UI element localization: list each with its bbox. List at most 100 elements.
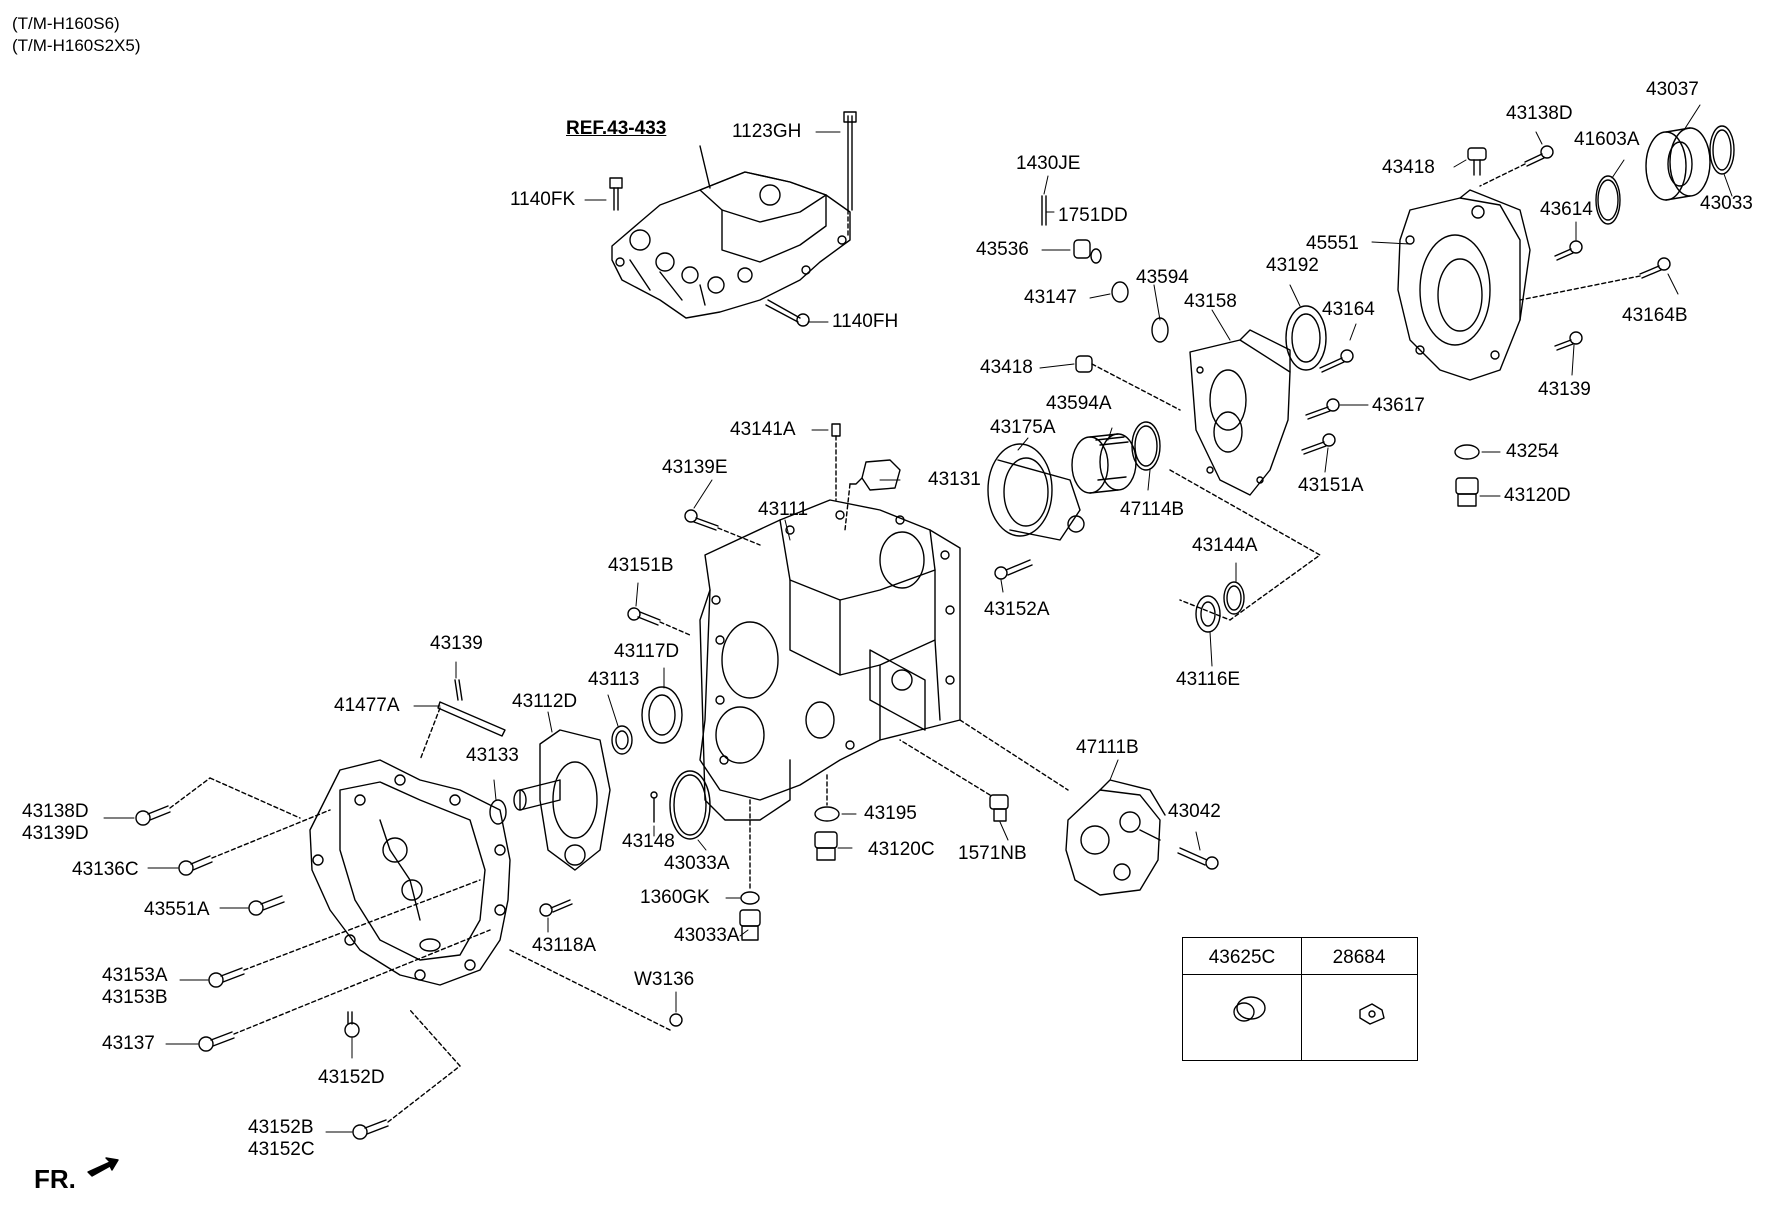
plug-43536 (1073, 239, 1102, 264)
label-1360GK[interactable]: 1360GK (640, 887, 710, 908)
bolt-43137 (198, 929, 491, 1052)
label-43141A[interactable]: 43141A (730, 419, 796, 440)
oring-43147 (1111, 281, 1129, 303)
label-43116E[interactable]: 43116E (1176, 669, 1241, 690)
label-43138D-left[interactable]: 43138D (22, 801, 89, 822)
label-43139D[interactable]: 43139D (22, 823, 89, 844)
label-43175A[interactable]: 43175A (990, 417, 1056, 438)
label-41477A[interactable]: 41477A (334, 695, 400, 716)
label-43192[interactable]: 43192 (1266, 255, 1319, 276)
label-43131[interactable]: 43131 (928, 469, 981, 490)
bolt-43139-right (1554, 331, 1583, 351)
label-43139-right[interactable]: 43139 (1538, 379, 1591, 400)
label-43033A-1[interactable]: 43033A (664, 853, 730, 874)
label-43120D[interactable]: 43120D (1504, 485, 1571, 506)
assembly-line-pto (959, 719, 1069, 791)
label-43112D[interactable]: 43112D (512, 691, 578, 712)
legend-icon-43625C (1233, 996, 1266, 1022)
label-43614[interactable]: 43614 (1540, 199, 1593, 220)
label-43151B[interactable]: 43151B (608, 555, 674, 576)
bolt-43164B (1519, 257, 1671, 301)
legend-code-28684[interactable]: 28684 (1332, 947, 1386, 968)
label-43033[interactable]: 43033 (1700, 193, 1753, 214)
extension-case-43158 (1189, 329, 1291, 496)
label-43133[interactable]: 43133 (466, 745, 519, 766)
label-1430JE[interactable]: 1430JE (1016, 153, 1081, 174)
ref-pointer (699, 145, 711, 189)
label-43164B[interactable]: 43164B (1622, 305, 1688, 326)
label-47114B[interactable]: 47114B (1120, 499, 1185, 520)
oring-43254 (1454, 444, 1480, 460)
label-43138D-top[interactable]: 43138D (1506, 103, 1573, 124)
label-41603A[interactable]: 41603A (1574, 129, 1640, 150)
bolt-43118A (539, 899, 573, 917)
label-43137[interactable]: 43137 (102, 1033, 155, 1054)
label-1571NB[interactable]: 1571NB (958, 843, 1027, 864)
label-1751DD[interactable]: 1751DD (1058, 205, 1128, 226)
assembly-line-right (1169, 469, 1321, 621)
label-43617[interactable]: 43617 (1372, 395, 1425, 416)
label-43152C[interactable]: 43152C (248, 1139, 315, 1160)
label-1140FK[interactable]: 1140FK (510, 189, 576, 210)
label-47111B[interactable]: 47111B (1076, 737, 1139, 758)
legend-code-43625C[interactable]: 43625C (1208, 947, 1276, 968)
label-43158[interactable]: 43158 (1184, 291, 1237, 312)
label-43152D[interactable]: 43152D (318, 1067, 385, 1088)
bearing-43594A (1071, 433, 1137, 494)
label-43042[interactable]: 43042 (1168, 801, 1221, 822)
ref-link[interactable]: REF.43-433 (566, 118, 667, 139)
label-1140FH[interactable]: 1140FH (832, 311, 899, 332)
oring-43133 (489, 799, 507, 825)
label-43136C[interactable]: 43136C (72, 859, 139, 880)
label-43148[interactable]: 43148 (622, 831, 675, 852)
seal-43113 (611, 725, 633, 755)
label-43418-top[interactable]: 43418 (1382, 157, 1435, 178)
legend-head-2 (1301, 938, 1417, 975)
label-43120C[interactable]: 43120C (868, 839, 935, 860)
front-label: FR. (34, 1164, 76, 1194)
pin-43148 (650, 791, 658, 823)
label-43594A[interactable]: 43594A (1046, 393, 1112, 414)
front-cover-43112D (513, 729, 611, 871)
label-43111[interactable]: 43111 (758, 499, 809, 520)
bolt-43138D-top (1479, 145, 1554, 187)
seal-43116E (1195, 595, 1221, 633)
label-43418-mid[interactable]: 43418 (980, 357, 1033, 378)
bolt-43152D (344, 1011, 360, 1038)
breather-43141A (831, 423, 841, 501)
rear-case-45551 (1397, 189, 1531, 381)
bolt-43153A (208, 879, 481, 988)
label-43033A-2[interactable]: 43033A (674, 925, 740, 946)
label-43195[interactable]: 43195 (864, 803, 917, 824)
bolt-43042 (1177, 847, 1219, 870)
label-43536[interactable]: 43536 (976, 239, 1029, 260)
label-43151A[interactable]: 43151A (1298, 475, 1364, 496)
label-43147[interactable]: 43147 (1024, 287, 1077, 308)
label-43551A[interactable]: 43551A (144, 899, 210, 920)
label-43118A[interactable]: 43118A (532, 935, 597, 956)
label-43152A[interactable]: 43152A (984, 599, 1050, 620)
label-43037[interactable]: 43037 (1646, 79, 1699, 100)
label-43153B[interactable]: 43153B (102, 987, 168, 1008)
label-43117D[interactable]: 43117D (614, 641, 680, 662)
legend-cell-1: 43625C (1183, 938, 1302, 1060)
label-43113[interactable]: 43113 (588, 669, 640, 690)
label-43254[interactable]: 43254 (1506, 441, 1559, 462)
label-1123GH[interactable]: 1123GH (732, 121, 802, 142)
label-43153A[interactable]: 43153A (102, 965, 168, 986)
legend-icon-28684 (1359, 1003, 1385, 1025)
label-43594[interactable]: 43594 (1136, 267, 1189, 288)
label-43139-left[interactable]: 43139 (430, 633, 483, 654)
seal-43594 (1151, 317, 1169, 343)
label-45551[interactable]: 45551 (1306, 233, 1359, 254)
label-43144A[interactable]: 43144A (1192, 535, 1258, 556)
label-43152B[interactable]: 43152B (248, 1117, 314, 1138)
switch-1571NB (899, 739, 1009, 822)
label-43139E[interactable]: 43139E (662, 457, 728, 478)
ring-47114B (1131, 421, 1161, 471)
bolt-43152B (352, 1009, 461, 1140)
bolt-43139E (684, 509, 761, 546)
label-W3136[interactable]: W3136 (634, 969, 695, 990)
label-43164[interactable]: 43164 (1322, 299, 1375, 320)
plug-43418-mid (1075, 355, 1181, 411)
